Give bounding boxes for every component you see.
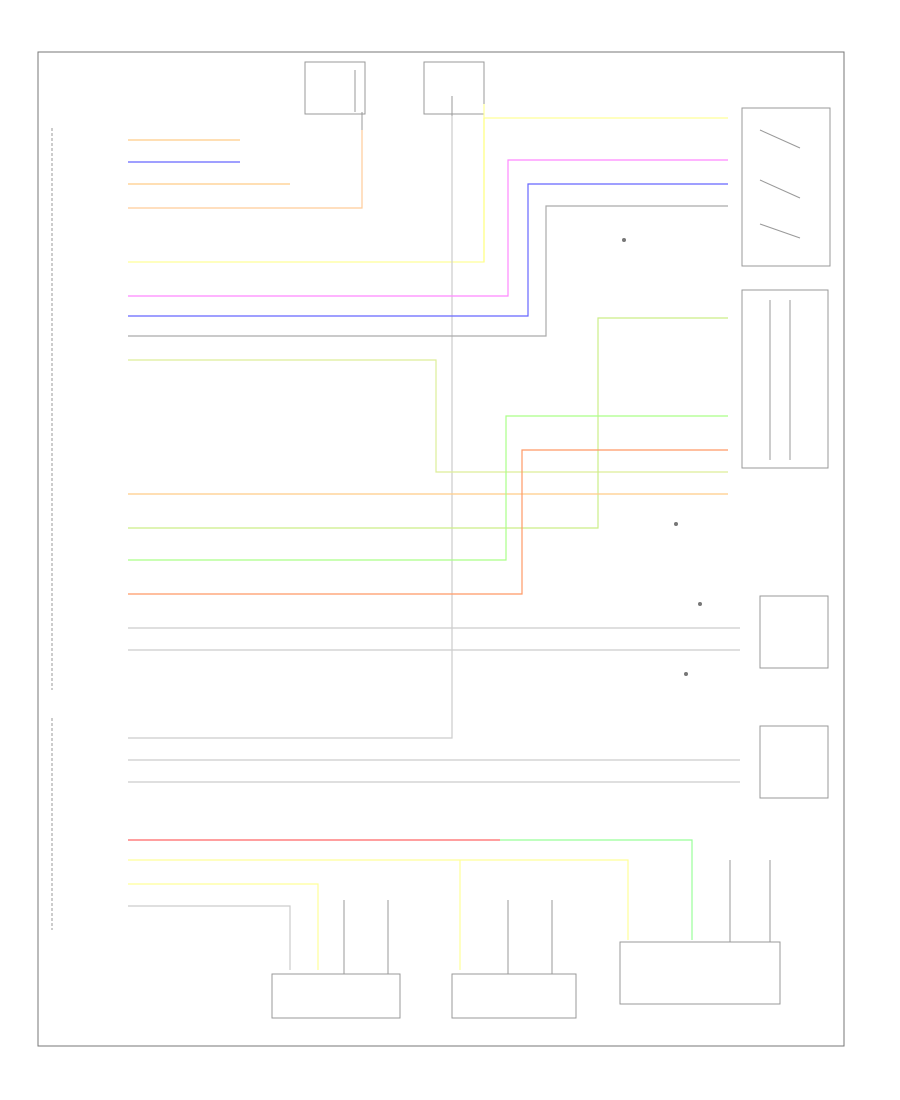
switch-assembly-middle-right [741, 289, 829, 469]
wire-gray [128, 205, 728, 337]
fuse-box-left [304, 61, 366, 130]
wire-green-lower [500, 839, 693, 940]
wire-green-upper [128, 317, 728, 529]
wire-yellow-lower-1 [128, 859, 629, 940]
wire-olive [128, 359, 728, 473]
ground-marker-4 [674, 522, 678, 526]
wire-blue [128, 183, 728, 317]
diagram-frame [37, 51, 845, 1047]
wire-faint-5 [128, 905, 291, 970]
wire-orange-fuse [128, 130, 363, 209]
liftgate-latch [619, 860, 781, 1005]
wire-salmon [128, 449, 728, 595]
wire-light-green [128, 415, 728, 561]
wire-gray-center [128, 116, 453, 739]
door-lock-switch-right [759, 725, 829, 799]
door-lock-switch-left [759, 595, 829, 669]
door-actuator-left [271, 900, 401, 1019]
ground-marker-1 [622, 238, 626, 242]
ground-marker-2 [698, 602, 702, 606]
fuse-box-right [423, 61, 485, 116]
ground-marker-3 [684, 672, 688, 676]
wire-pink [128, 159, 728, 297]
wire-group [128, 104, 740, 970]
wire-yellow-lower-2 [128, 883, 319, 970]
door-actuator-right [451, 900, 577, 1019]
switch-assembly-top-right [741, 107, 831, 267]
wire-yellow-top [128, 104, 728, 263]
